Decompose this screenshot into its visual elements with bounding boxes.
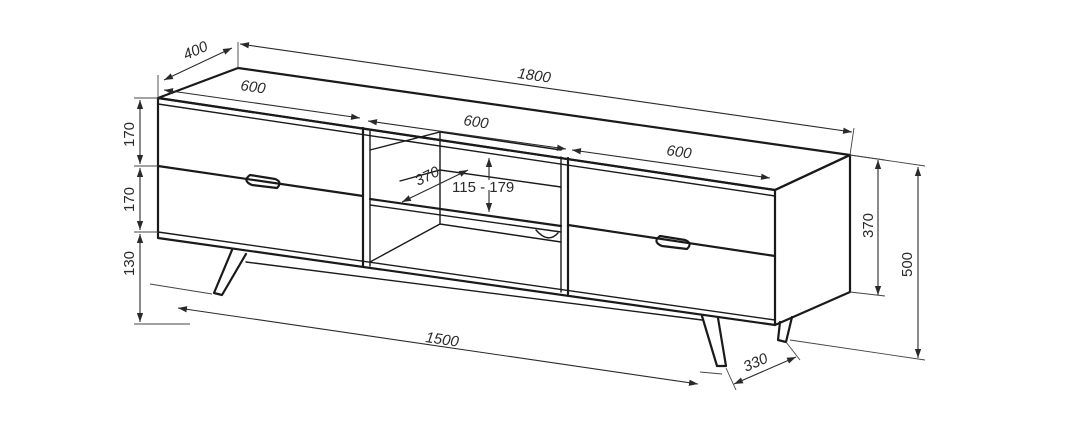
dimension-labels: 400 1800 600 600 600 170 170 130 370 115… xyxy=(121,38,916,376)
dim-line-leg-depth xyxy=(733,356,797,385)
leg-front-right xyxy=(700,314,728,368)
cable-cutout xyxy=(535,229,559,239)
dim-line-right-600 xyxy=(571,148,771,180)
shelf-thickness xyxy=(369,204,562,233)
label-right-width: 600 xyxy=(665,142,693,162)
handle-right-icon xyxy=(655,234,691,251)
dimension-lines xyxy=(134,42,926,391)
dim-line-depth xyxy=(163,47,233,81)
label-leg-span: 1500 xyxy=(424,329,460,351)
cabinet-legs xyxy=(212,248,794,368)
leg-back-right xyxy=(776,315,794,344)
label-middle-width: 600 xyxy=(462,112,490,132)
cabinet-side-face xyxy=(773,153,852,327)
dim-line-inner-depth xyxy=(401,169,469,203)
label-drawer-lower: 170 xyxy=(121,187,138,212)
cabinet-body xyxy=(156,66,852,327)
leg-frame-line xyxy=(245,261,703,321)
label-drawer-upper: 170 xyxy=(121,122,138,147)
bottom-plinth-line xyxy=(157,231,776,321)
label-body-height: 370 xyxy=(860,213,877,238)
drawer-handles xyxy=(245,173,691,251)
dim-line-middle-600 xyxy=(367,119,567,151)
label-left-width: 600 xyxy=(239,77,267,97)
leg-front-left xyxy=(212,248,248,297)
label-leg-depth: 330 xyxy=(741,350,771,376)
label-total-width: 1800 xyxy=(516,65,552,87)
compartment-bottom xyxy=(369,223,562,263)
right-drawer-split xyxy=(566,223,777,258)
dim-line-total-width xyxy=(239,42,853,134)
label-shelf-range: 115 - 179 xyxy=(452,179,514,196)
left-drawer-split xyxy=(156,164,365,198)
label-leg-height: 130 xyxy=(121,251,138,276)
label-inner-depth: 370 xyxy=(412,163,443,190)
dim-line-leg-span xyxy=(177,306,699,386)
shelf-front xyxy=(368,197,563,228)
label-total-height: 500 xyxy=(899,252,916,277)
handle-left-icon xyxy=(245,173,281,190)
dim-line-left-600 xyxy=(163,88,361,120)
